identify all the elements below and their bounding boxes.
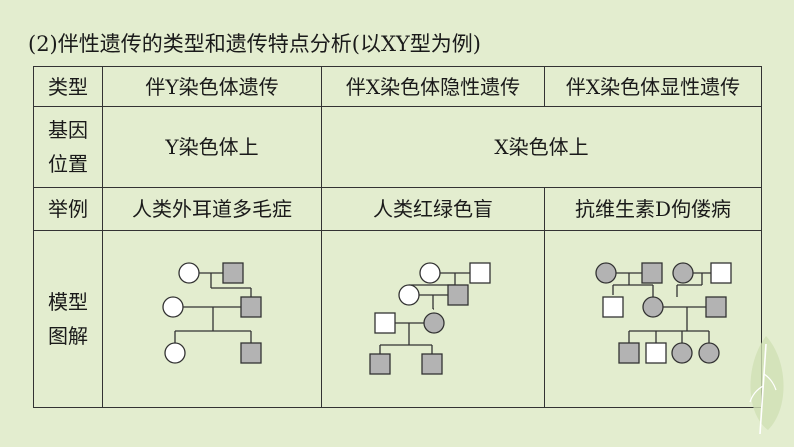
table-row-location: 基因 位置 Y染色体上 X染色体上	[33, 106, 762, 188]
pedigree-y-linked-cell	[102, 230, 322, 408]
female-unaffected-symbol	[419, 262, 441, 284]
pedigree-x-recessive	[369, 262, 491, 375]
example-y-linked: 人类外耳道多毛症	[102, 187, 322, 231]
leaf-decoration-icon	[749, 336, 784, 435]
male-affected-symbol	[421, 353, 443, 375]
female-unaffected-symbol	[164, 342, 186, 364]
header-type: 类型	[33, 66, 103, 107]
female-affected-symbol	[671, 342, 693, 364]
example-x-recessive: 人类红绿色盲	[321, 187, 545, 231]
female-unaffected-symbol	[162, 296, 184, 318]
example-x-dominant: 抗维生素D佝偻病	[544, 187, 762, 231]
table-header-row: 类型 伴Y染色体遗传 伴X染色体隐性遗传 伴X染色体显性遗传	[33, 66, 762, 107]
male-affected-symbol	[705, 296, 727, 318]
female-affected-symbol	[698, 342, 720, 364]
label-model-diagram: 模型 图解	[33, 230, 103, 408]
table-row-example: 举例 人类外耳道多毛症 人类红绿色盲 抗维生素D佝偻病	[33, 187, 762, 231]
male-affected-symbol	[447, 284, 469, 306]
male-unaffected-symbol	[645, 342, 667, 364]
male-unaffected-symbol	[602, 296, 624, 318]
male-affected-symbol	[240, 296, 262, 318]
inheritance-table: 类型 伴Y染色体遗传 伴X染色体隐性遗传 伴X染色体显性遗传 基因 位置 Y染色…	[33, 66, 762, 408]
male-affected-symbol	[222, 262, 244, 284]
label-gene-location: 基因 位置	[33, 106, 103, 188]
pedigree-x-dominant-cell	[544, 230, 762, 408]
label-model-line2: 图解	[48, 324, 88, 348]
male-unaffected-symbol	[710, 262, 732, 284]
male-affected-symbol	[240, 342, 262, 364]
label-gene-location-line1: 基因	[48, 118, 88, 142]
female-unaffected-symbol	[178, 262, 200, 284]
header-y-linked: 伴Y染色体遗传	[102, 66, 322, 107]
female-unaffected-symbol	[398, 284, 420, 306]
pedigree-x-dominant	[595, 262, 732, 364]
female-affected-symbol	[672, 262, 694, 284]
female-affected-symbol	[642, 296, 664, 318]
section-heading: (2)伴性遗传的类型和遗传特点分析(以XY型为例)	[28, 32, 481, 56]
female-affected-symbol	[423, 312, 445, 334]
male-unaffected-symbol	[469, 262, 491, 284]
male-affected-symbol	[369, 353, 391, 375]
male-affected-symbol	[618, 342, 640, 364]
female-affected-symbol	[595, 262, 617, 284]
label-example: 举例	[33, 187, 103, 231]
header-x-dominant: 伴X染色体显性遗传	[544, 66, 762, 107]
table-row-model: 模型 图解	[33, 230, 762, 408]
pedigree-y-linked	[162, 262, 262, 364]
header-x-recessive: 伴X染色体隐性遗传	[321, 66, 545, 107]
location-y: Y染色体上	[102, 106, 322, 188]
male-affected-symbol	[641, 262, 663, 284]
label-gene-location-line2: 位置	[48, 152, 88, 176]
location-x: X染色体上	[321, 106, 762, 188]
male-unaffected-symbol	[374, 312, 396, 334]
label-model-line1: 模型	[48, 290, 88, 314]
pedigree-x-recessive-cell	[321, 230, 545, 408]
